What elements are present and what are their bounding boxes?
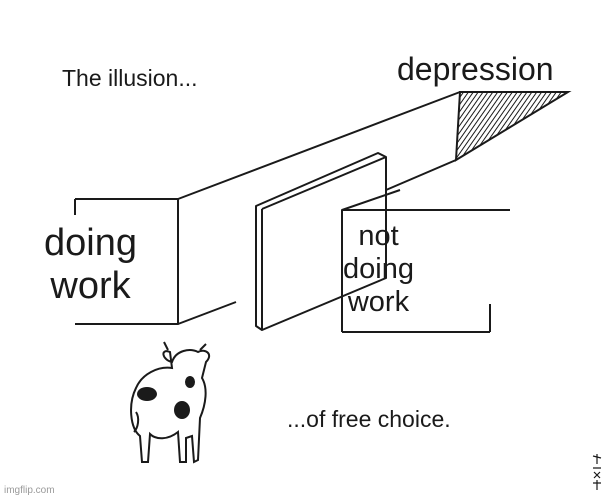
cow-figure [130,341,211,464]
label-not-doing-work-line2: doing [343,252,414,285]
dark-corner-shadow [454,91,572,162]
artist-signature [592,454,602,490]
label-depression: depression [397,51,554,87]
label-not-doing-work-line1: not [358,220,399,252]
panel-caption: ...of free choice. [287,406,451,432]
label-doing-work-line2: work [50,264,131,307]
label-doing-work: doing work [44,222,137,307]
panel-title: The illusion... [62,65,198,91]
right-wall-block [341,189,510,333]
center-divider [255,152,387,331]
label-doing-work-line1: doing [44,222,137,264]
label-not-doing-work: not doing work [343,220,414,318]
label-not-doing-work-line3: work [347,285,410,318]
watermark: imgflip.com [4,485,55,496]
right-wall-line [385,159,457,191]
